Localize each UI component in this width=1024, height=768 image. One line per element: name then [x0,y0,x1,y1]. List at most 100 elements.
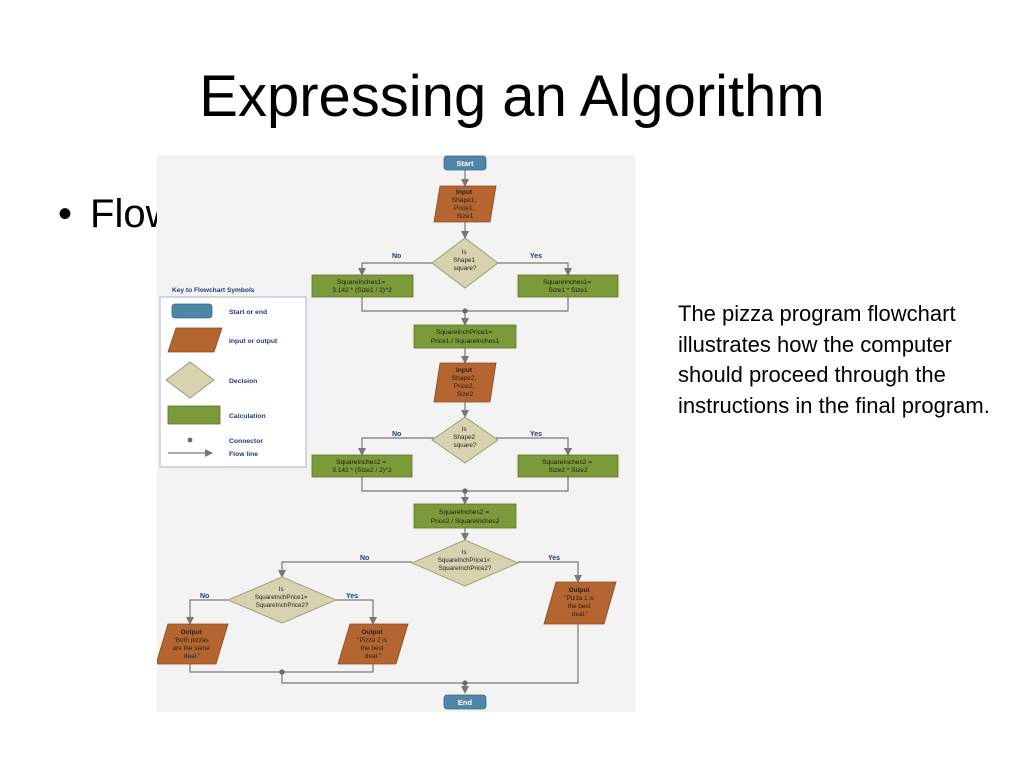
price1-line: SquareInchPrice1= [436,329,492,336]
input2-node: Input Shape2, Price2, Size2 [433,362,497,403]
legend-label: Connector [229,438,263,445]
yes-label: Yes [346,593,358,600]
flow-line [186,599,228,625]
flow-line [336,599,377,625]
decision1-line: Shape1 [453,257,475,264]
end-label: End [458,698,473,707]
no-label: No [360,555,369,562]
svg-text:Output "Pizza 1 is: Output "Pizza 1 is the best deal." [564,587,595,618]
legend-item-terminal: Start or end [171,303,267,319]
output-pizza1-line: "Pizza 1 is [564,595,594,602]
input1-line: Input [456,189,473,196]
svg-text:Input Shape1,: Input Shape1, Price1, Size1 [452,189,478,220]
flow-line [358,262,434,276]
connectors [279,308,468,686]
decision1-node: Is Shape1 square? [431,237,499,289]
no-label: No [200,593,209,600]
input2-line: Input [456,367,473,374]
svg-text:Is SquareInchPrice1=: Is SquareInchPrice1= SquareInchPrice2? [255,586,310,609]
svg-text:Input Shape2,: Input Shape2, Price2, Size2 [452,367,478,398]
output-pizza2-line: deal." [365,653,381,660]
calc1-no-line: SquareInches1= [337,279,385,286]
no-label: No [392,431,401,438]
output-pizza1-line: deal." [572,611,588,618]
svg-text:Output "Pizza 2 is: Output "Pizza 2 is the best deal." [357,629,388,660]
decision2-line: square? [453,442,477,449]
input1-node: Input Shape1, Price1, Size1 [433,185,497,223]
flowchart-svg: No Yes No Yes No Yes No Yes Start Input … [157,155,619,710]
input2-line: Price2, [454,383,475,390]
connector-dot [462,308,468,314]
flow-lines [186,170,582,694]
price2-line: Price2 / SquareInches2 [431,518,500,525]
legend-item-flow: Flow line [168,449,258,458]
output-same-line: are the same [172,645,210,652]
start-label: Start [456,159,474,168]
calc1-no-node: SquareInches1= 3.142 * (Size1 / 2)^2 [311,274,414,298]
decision4-line: SquareInchPrice1= [255,594,308,601]
svg-text:Is Shape2 squa: Is Shape2 square? [453,426,477,449]
input2-line: Shape2, [452,375,477,382]
output-pizza2-line: the best [361,645,384,652]
connector-dot [462,488,468,494]
decision2-line: Is [462,426,467,433]
legend-item-io: Input or output [167,327,278,353]
output-pizza2-node: Output "Pizza 2 is the best deal." [337,623,409,665]
svg-text:Is Shape1 squa: Is Shape1 square? [453,249,477,272]
calc2-yes-line: SquareInches2 = [542,459,592,466]
decision4-line: SquareInchPrice2? [256,602,309,609]
input1-line: Shape1, [452,197,477,204]
svg-text:Is SquareInchPrice1<: Is SquareInchPrice1< SquareInchPrice2? [438,549,493,572]
calc1-no-line: 3.142 * (Size1 / 2)^2 [332,287,392,294]
no-label: No [392,253,401,260]
legend-label: Start or end [229,309,267,316]
flow-line [281,624,579,684]
svg-text:SquareInches2 = Size2: SquareInches2 = Size2 * Size2 [542,459,594,474]
calc1-yes-node: SquareInches1= Size1 * Size1 [517,274,619,298]
decision3-line: SquareInchPrice1< [438,557,491,564]
legend-label: Decision [229,378,257,385]
svg-text:SquareInches2 = 3.142: SquareInches2 = 3.142 * (Size2 / 2)^2 [332,459,392,474]
svg-text:SquareInchPrice1= Pric: SquareInchPrice1= Price1 / SquareInches1 [431,329,500,345]
decision1-line: square? [453,265,477,272]
output-pizza1-line: the best [568,603,591,610]
calc2-yes-line: Size2 * Size2 [548,467,588,474]
calc1-yes-line: Size1 * Size1 [548,287,588,294]
calc2-no-line: SquareInches2 = [336,459,386,466]
input1-line: Price1, [454,205,475,212]
decision1-line: Is [462,249,467,256]
output-pizza1-line: Output [569,587,591,594]
price1-node: SquareInchPrice1= Price1 / SquareInches1 [413,324,517,349]
legend: Key to Flowchart Symbols Start or end In… [159,287,307,468]
calc2-no-line: 3.142 * (Size2 / 2)^2 [332,467,392,474]
decision3-line: SquareInchPrice2? [439,565,492,572]
input1-line: Size1 [457,213,474,220]
output-pizza2-line: Output [362,629,384,636]
output-same-line: Output [181,629,203,636]
calc1-yes-line: SquareInches1= [543,279,591,286]
connector-dot [279,669,285,675]
svg-text:SquareInches1= Size1 *: SquareInches1= Size1 * Size1 [543,279,593,294]
calc2-yes-node: SquareInches2 = Size2 * Size2 [517,454,619,478]
svg-text:Output "Both pizzas: Output "Both pizzas are the same deal." [172,629,211,660]
flow-line [518,561,582,583]
legend-item-process: Calculation [167,405,266,425]
connector-dot [462,680,468,686]
decision4-line: Is [279,586,284,593]
yes-label: Yes [530,431,542,438]
flow-line [496,262,572,276]
legend-title: Key to Flowchart Symbols [172,287,255,294]
legend-label: Flow line [229,451,258,458]
price2-line: SquareInches2 = [439,509,489,516]
flow-line [496,437,572,456]
legend-item-connector: Connector [187,437,263,445]
slide-title: Expressing an Algorithm [199,64,825,129]
calc2-no-node: SquareInches2 = 3.142 * (Size2 / 2)^2 [311,454,413,478]
flow-line [278,561,412,578]
bullet-marker: • [58,192,73,236]
legend-label: Calculation [229,413,266,420]
decision3-node: Is SquareInchPrice1< SquareInchPrice2? [410,539,520,587]
output-same-node: Output "Both pizzas are the same deal." [157,623,229,665]
end-terminal: End [443,694,487,710]
decision2-node: Is Shape2 square? [431,416,499,464]
